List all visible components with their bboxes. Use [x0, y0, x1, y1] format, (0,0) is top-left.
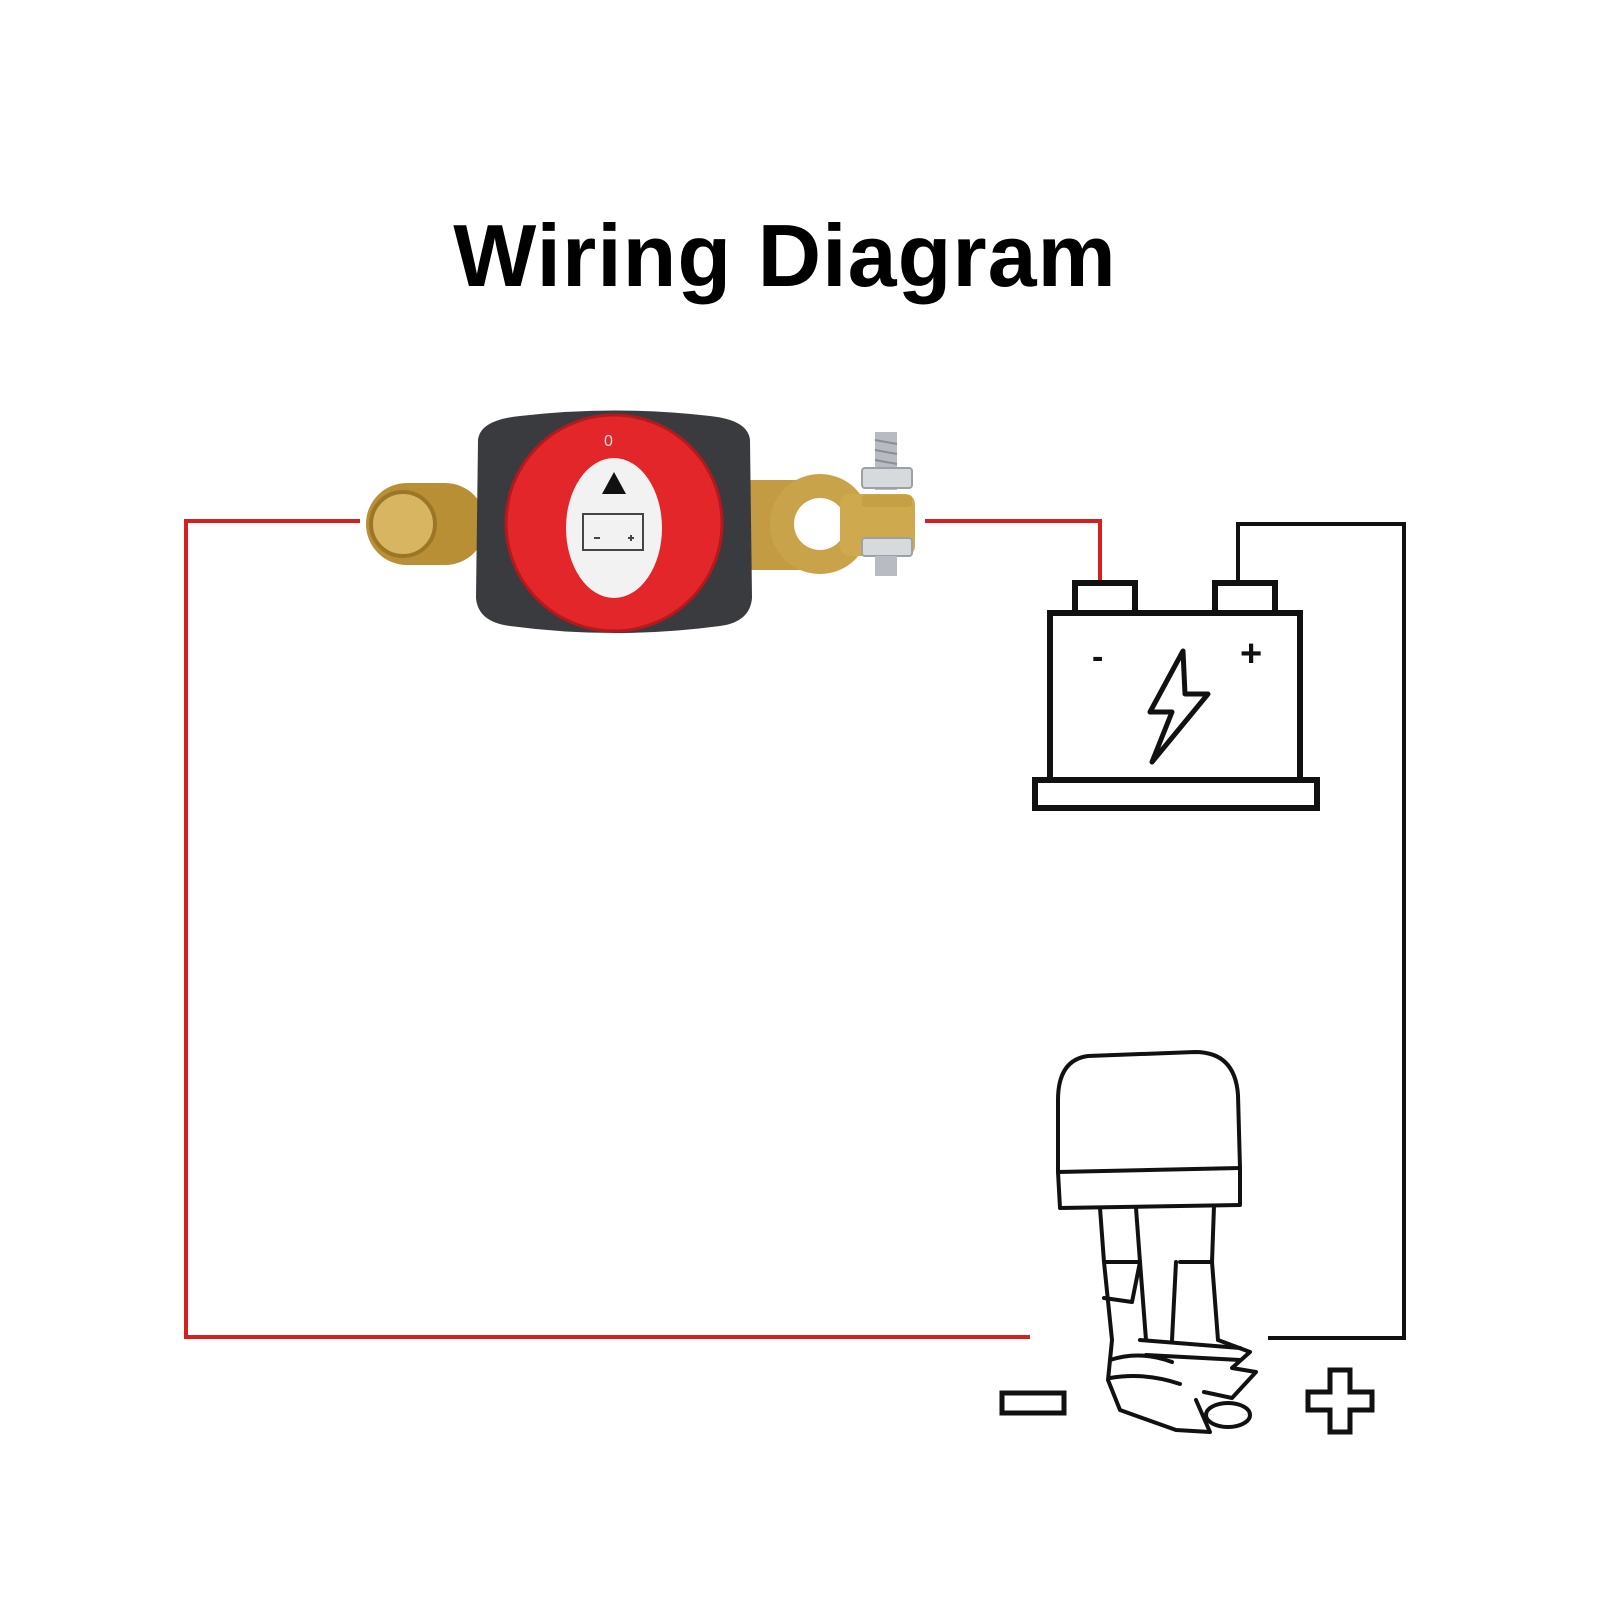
outboard-motor-icon — [1056, 1050, 1258, 1434]
battery-positive-label: + — [1240, 633, 1262, 675]
minus-icon — [999, 1390, 1067, 1416]
battery-negative-label: - — [1092, 638, 1103, 676]
negative-wire — [184, 519, 1102, 1339]
positive-wire — [1236, 522, 1406, 1340]
page-title: Wiring Diagram — [453, 206, 1117, 305]
lightning-bolt-icon — [1147, 648, 1211, 765]
battery-icon — [1032, 580, 1320, 811]
battery-disconnect-switch-icon — [366, 410, 915, 633]
switch-position-label: 0 — [604, 433, 613, 450]
plus-icon — [1305, 1367, 1375, 1435]
